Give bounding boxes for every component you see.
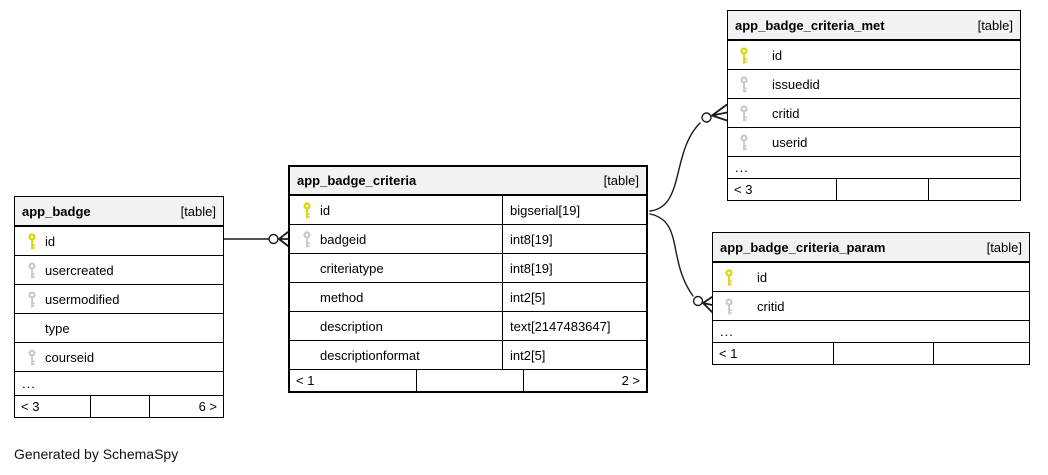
foreign-key-icon xyxy=(290,230,320,248)
ellipsis-row: ... xyxy=(713,321,1029,343)
column-name: badgeid xyxy=(320,231,367,247)
table-row: descriptionformat int2[5] xyxy=(290,341,646,370)
table-row: usercreated xyxy=(15,256,223,285)
table-name: app_badge_criteria_met xyxy=(735,17,885,33)
table-row: type xyxy=(15,314,223,343)
table-footer: < 1 xyxy=(713,343,1029,364)
footer-parents-count xyxy=(928,179,1020,200)
foreign-key-icon xyxy=(728,133,772,151)
footer-mid-cell xyxy=(90,396,149,417)
table-footer: < 3 xyxy=(728,179,1020,200)
foreign-key-icon xyxy=(728,75,772,93)
footer-parents-count: 6 > xyxy=(149,396,223,417)
primary-key-icon xyxy=(290,201,320,219)
table-header[interactable]: app_badge [table] xyxy=(15,197,223,227)
column-name: critid xyxy=(772,105,800,121)
foreign-key-icon xyxy=(15,290,45,308)
column-type: bigserial[19] xyxy=(510,202,581,218)
table-row: usermodified xyxy=(15,285,223,314)
footer-mid-cell xyxy=(836,179,928,200)
foreign-key-icon xyxy=(15,348,45,366)
foreign-key-icon xyxy=(728,104,772,122)
column-name: id xyxy=(772,47,783,63)
column-name: usermodified xyxy=(45,291,120,307)
column-name: criteriatype xyxy=(320,260,384,276)
footer-parents-count: 2 > xyxy=(523,370,646,391)
column-name: issuedid xyxy=(772,76,820,92)
column-name: id xyxy=(757,269,768,285)
table-row: courseid xyxy=(15,343,223,372)
foreign-key-icon xyxy=(713,297,757,315)
table-row: id xyxy=(713,263,1029,292)
table-tag: [table] xyxy=(986,239,1022,255)
column-name: critid xyxy=(757,298,785,314)
table-row: critid xyxy=(728,99,1020,128)
table-row: issuedid xyxy=(728,70,1020,99)
table-name: app_badge_criteria xyxy=(297,173,417,188)
generated-by-note: Generated by SchemaSpy xyxy=(14,446,179,462)
footer-children-count: < 1 xyxy=(296,373,315,388)
column-name: userid xyxy=(772,134,808,150)
table-tag: [table] xyxy=(180,203,216,219)
table-name: app_badge_criteria_param xyxy=(720,239,886,255)
ellipsis-row: ... xyxy=(15,372,223,396)
table-row: badgeid int8[19] xyxy=(290,225,646,254)
column-name: usercreated xyxy=(45,262,114,278)
primary-key-icon xyxy=(15,232,45,250)
column-type: int8[19] xyxy=(510,260,553,276)
table-footer: < 3 6 > xyxy=(15,396,223,417)
footer-children-count: < 3 xyxy=(734,182,753,197)
table-app_badge[interactable]: app_badge [table] id usercreated xyxy=(14,196,224,418)
primary-key-icon xyxy=(728,46,772,64)
column-name: descriptionformat xyxy=(320,347,420,363)
column-type: int8[19] xyxy=(510,231,553,247)
ellipsis-row: ... xyxy=(728,157,1020,179)
footer-parents-count xyxy=(933,343,1029,364)
table-row: description text[2147483647] xyxy=(290,312,646,341)
table-app_badge_criteria_param[interactable]: app_badge_criteria_param [table] id crit… xyxy=(712,232,1030,365)
footer-children-count: < 1 xyxy=(719,346,738,361)
table-row: method int2[5] xyxy=(290,283,646,312)
table-row: criteriatype int8[19] xyxy=(290,254,646,283)
table-row: critid xyxy=(713,292,1029,321)
table-app_badge_criteria_met[interactable]: app_badge_criteria_met [table] id issued… xyxy=(727,10,1021,201)
column-name: type xyxy=(45,320,70,336)
column-name: courseid xyxy=(45,349,95,365)
table-tag: [table] xyxy=(977,17,1013,33)
table-app_badge_criteria[interactable]: app_badge_criteria [table] id bigserial[… xyxy=(288,165,648,393)
footer-mid-cell xyxy=(833,343,933,364)
column-type: int2[5] xyxy=(510,347,546,363)
table-row: id xyxy=(728,41,1020,70)
table-row: id bigserial[19] xyxy=(290,196,646,225)
column-name: id xyxy=(320,202,331,218)
relation-app_badge_criteria-to-app_badge_criteria_met xyxy=(649,103,728,212)
footer-children-count: < 3 xyxy=(21,399,40,414)
table-footer: < 1 2 > xyxy=(290,370,646,391)
table-tag: [table] xyxy=(603,173,639,188)
relation-app_badge-to-app_badge_criteria xyxy=(223,231,289,247)
column-type: int2[5] xyxy=(510,289,546,305)
column-name: id xyxy=(45,233,56,249)
table-row: id xyxy=(15,227,223,256)
table-row: userid xyxy=(728,128,1020,157)
footer-mid-cell xyxy=(416,370,523,391)
column-name: description xyxy=(320,318,383,334)
table-header[interactable]: app_badge_criteria_met [table] xyxy=(728,11,1020,41)
column-type: text[2147483647] xyxy=(510,318,611,334)
table-header[interactable]: app_badge_criteria_param [table] xyxy=(713,233,1029,263)
primary-key-icon xyxy=(713,268,757,286)
foreign-key-icon xyxy=(15,261,45,279)
relation-app_badge_criteria-to-app_badge_criteria_param xyxy=(649,213,713,313)
table-name: app_badge xyxy=(22,203,91,219)
table-header[interactable]: app_badge_criteria [table] xyxy=(290,167,646,196)
column-name: method xyxy=(320,289,364,305)
